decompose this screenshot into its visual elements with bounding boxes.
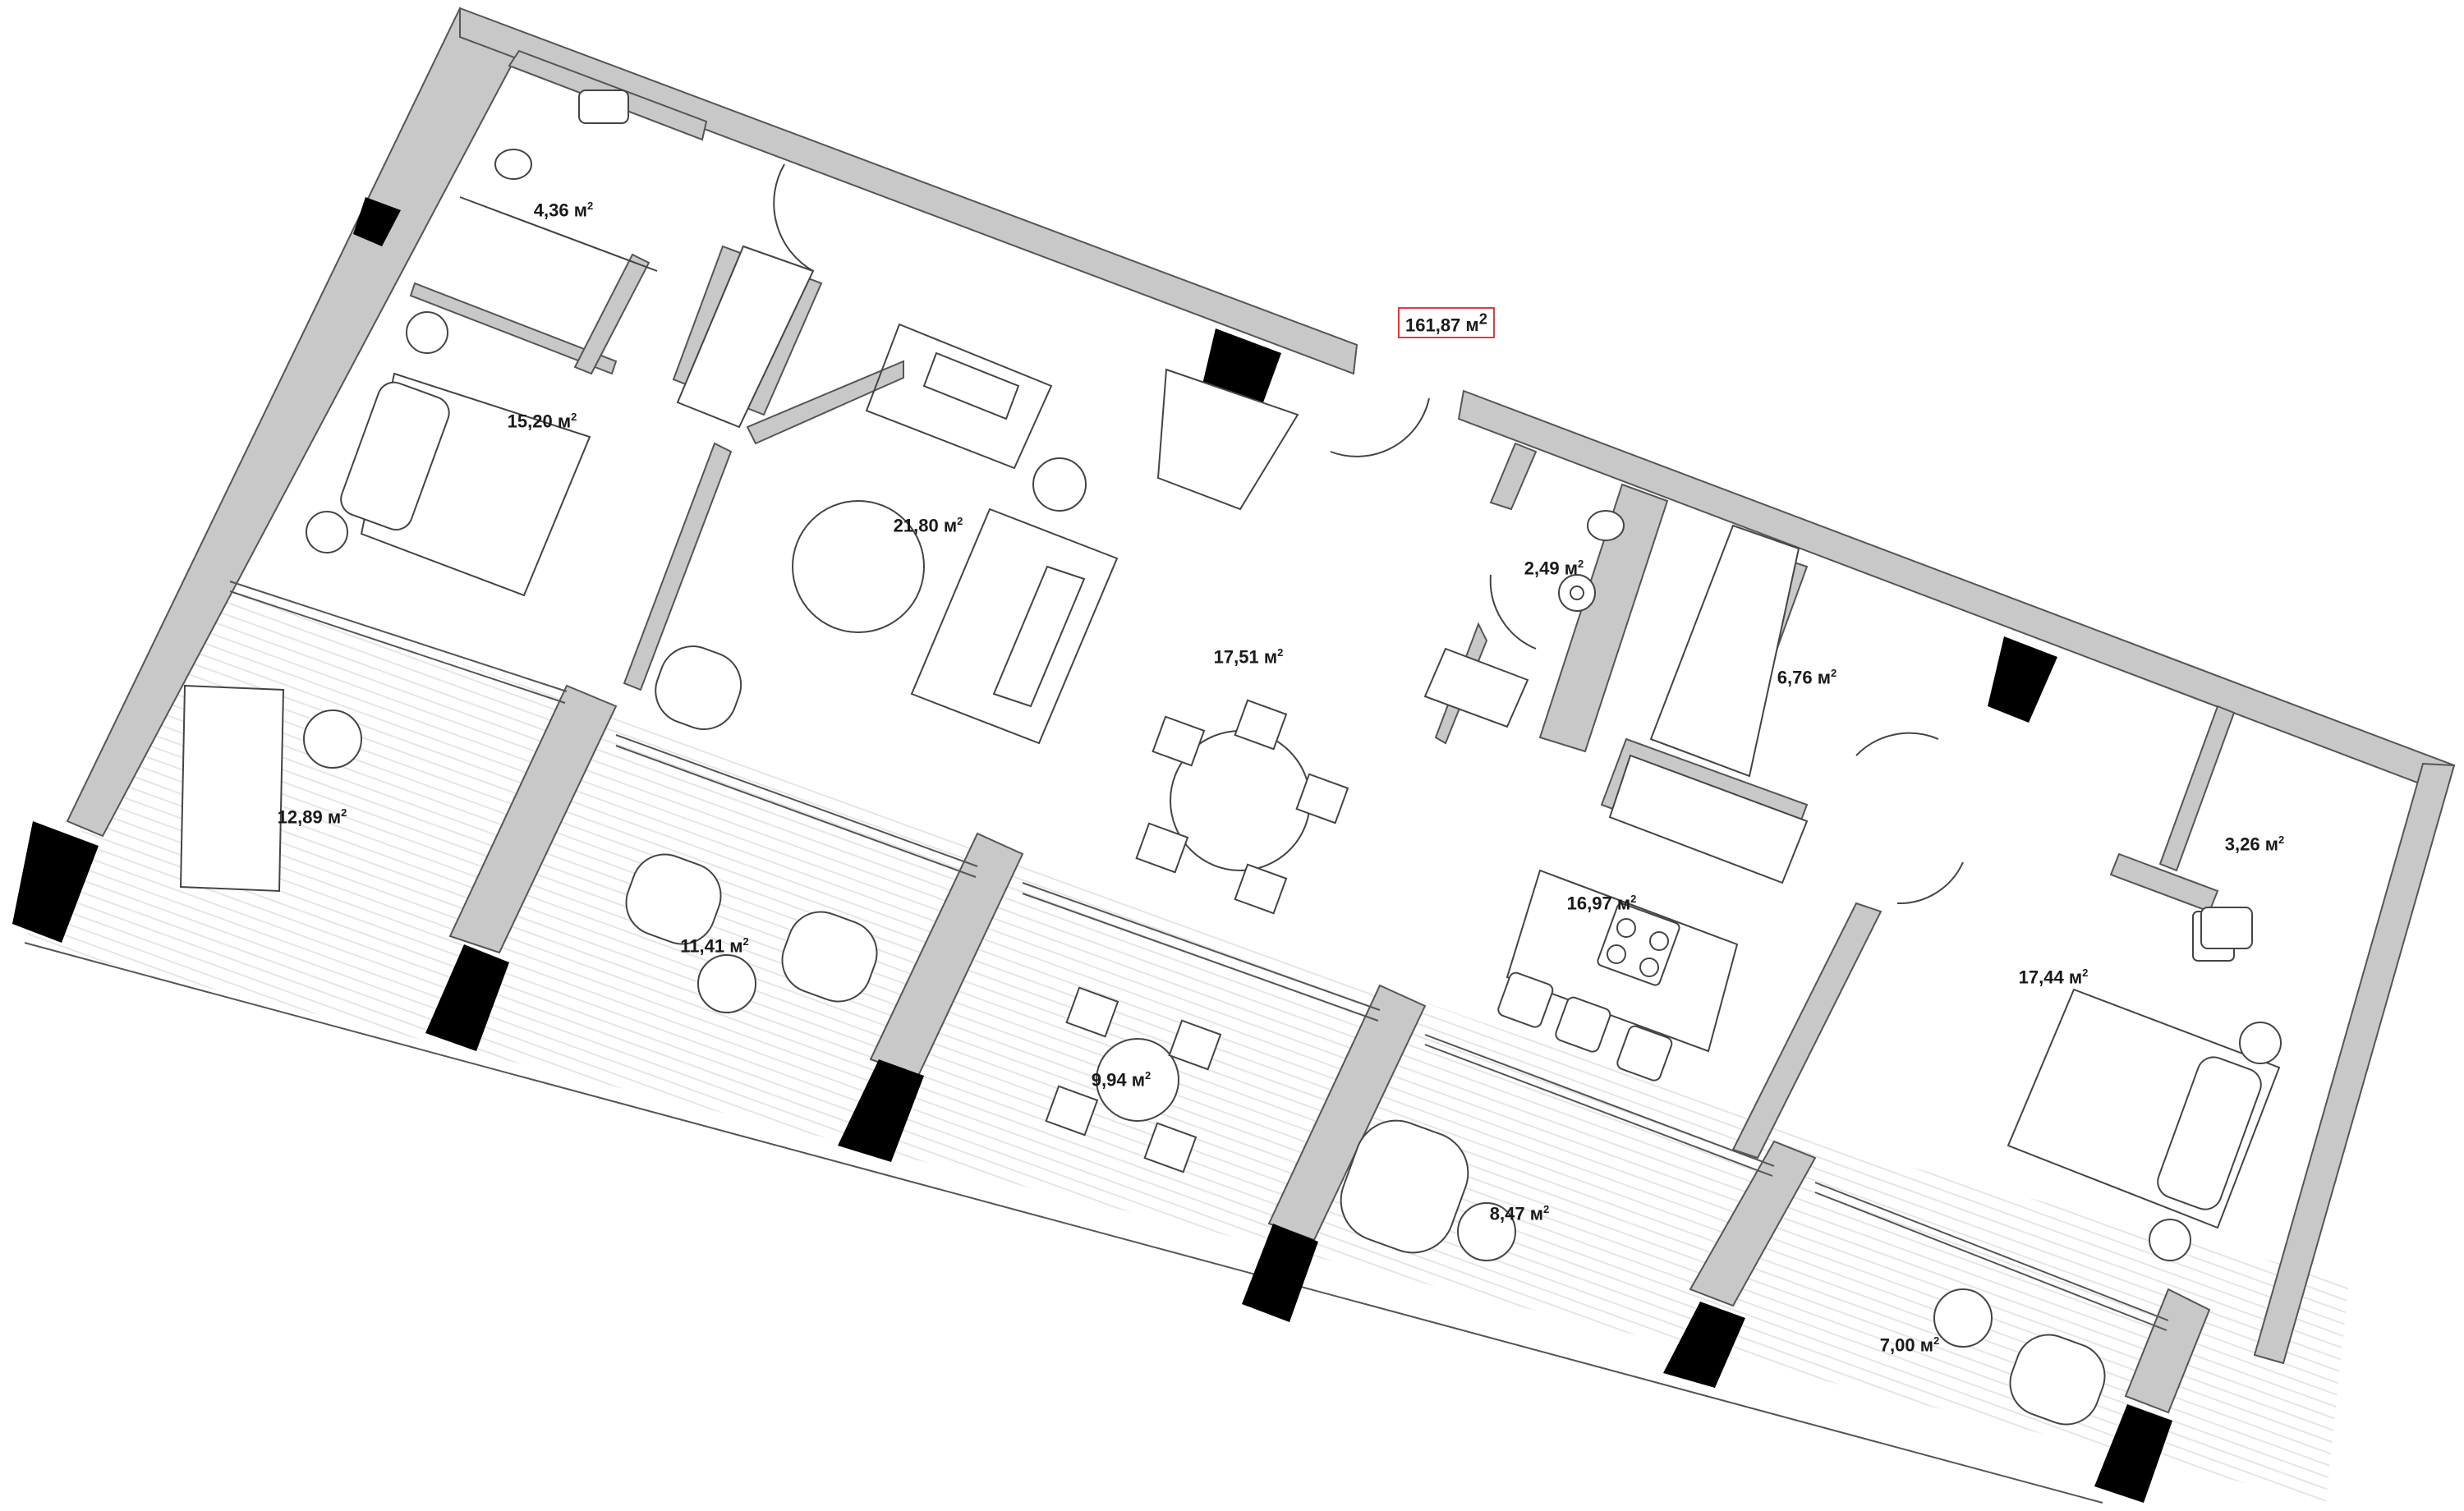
wardrobe-1 (676, 245, 1299, 511)
living-furniture (655, 323, 1119, 745)
bed-1 (306, 311, 591, 597)
area-label-dining: 17,51 м2 (1213, 646, 1284, 668)
area-label-terrace-3: 9,94 м2 (1091, 1069, 1152, 1091)
total-area-badge: 161,87 м2 (1398, 307, 1495, 339)
area-label-wc: 2,49 м2 (1524, 558, 1584, 579)
terrace-furniture (179, 684, 2106, 1426)
bath-2-fixtures (2192, 907, 2253, 962)
area-label-living: 21,80 м2 (893, 515, 963, 536)
door-swings (773, 163, 1964, 905)
windows (229, 581, 2169, 1331)
area-label-bedroom-1: 15,20 м2 (507, 411, 577, 432)
area-label-terrace-1: 12,89 м2 (277, 806, 347, 828)
area-label-terrace-5: 7,00 м2 (1879, 1334, 1940, 1356)
area-label-bath-2: 3,26 м2 (2224, 834, 2285, 855)
area-label-pantry: 6,76 м2 (1777, 667, 1837, 688)
area-label-kitchen: 16,97 м2 (1566, 893, 1637, 914)
area-label-terrace-4: 8,47 м2 (1489, 1203, 1550, 1224)
terrace-edge (24, 942, 2103, 1504)
wc-fixtures (1558, 510, 1625, 612)
structural-columns (12, 197, 2172, 1503)
area-label-bath-1: 4,36 м2 (533, 200, 594, 221)
kitchen-cabinets (1423, 524, 1809, 884)
area-label-bedroom-2: 17,44 м2 (2018, 967, 2089, 988)
bath-1-fixtures (459, 90, 658, 272)
kitchen-island (1497, 869, 1739, 1082)
dining-table (1135, 699, 1349, 915)
area-label-terrace-2: 11,41 м2 (680, 935, 749, 957)
facade-columns (448, 684, 2211, 1414)
bed-2 (2007, 988, 2282, 1261)
